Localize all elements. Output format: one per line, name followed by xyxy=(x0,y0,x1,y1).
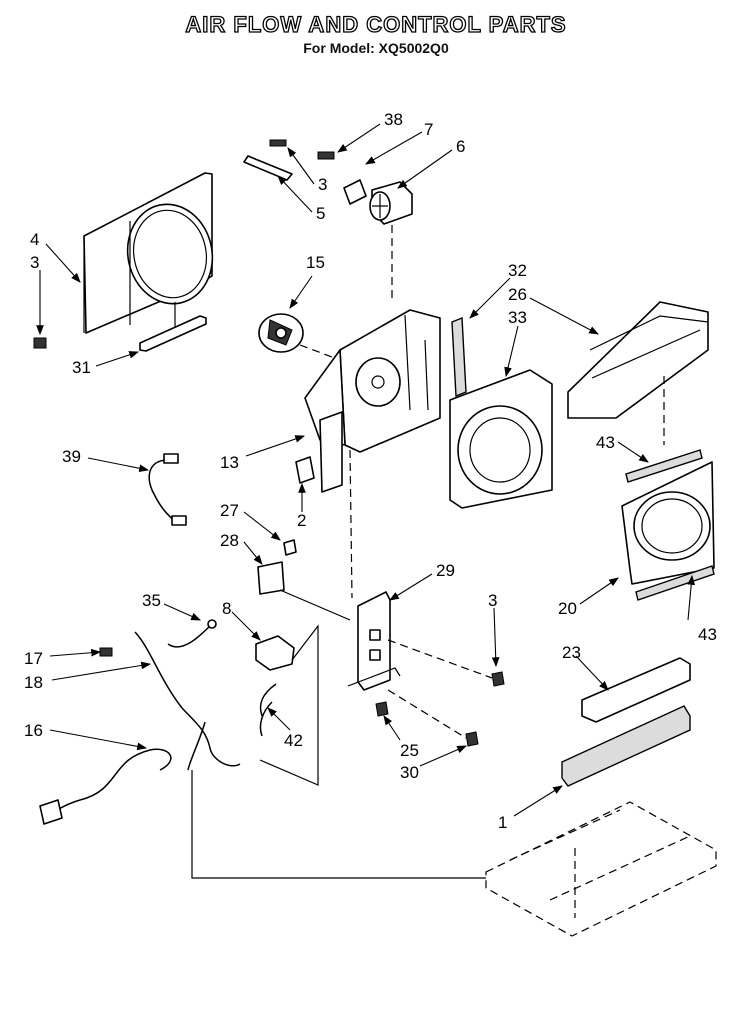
filter-part-1 xyxy=(561,705,691,787)
callout-3-left: 3 xyxy=(30,253,39,272)
housing-part-33 xyxy=(449,369,553,509)
screw-part-30 xyxy=(465,731,479,747)
callout-29: 29 xyxy=(436,561,455,580)
callout-8: 8 xyxy=(222,599,231,618)
callout-28: 28 xyxy=(220,531,239,550)
model-subtitle: For Model: XQ5002Q0 xyxy=(303,40,449,56)
bulkhead-part-13 xyxy=(304,309,441,493)
callout-27: 27 xyxy=(220,501,239,520)
screw-part-25 xyxy=(375,701,389,717)
strip-part-31 xyxy=(139,315,207,352)
callout-5: 5 xyxy=(316,204,325,223)
gasket-strip-part-43-top xyxy=(625,449,703,483)
callout-35: 35 xyxy=(142,591,161,610)
callout-25: 25 xyxy=(400,741,419,760)
callout-31: 31 xyxy=(72,358,91,377)
bracket-part-2 xyxy=(295,456,315,484)
orifice-panel-part-20 xyxy=(621,461,715,585)
power-cord-part-16 xyxy=(45,749,151,819)
callout-42: 42 xyxy=(284,731,303,750)
callout-26: 26 xyxy=(508,285,527,304)
gasket-strip-part-43-bottom xyxy=(635,565,715,601)
motor-part-6 xyxy=(369,181,413,225)
callout-43-top: 43 xyxy=(596,433,615,452)
wire-harness-part-18 xyxy=(134,631,183,709)
plug-part-16 xyxy=(39,799,63,825)
screw-part-3-left xyxy=(33,337,47,349)
wire-harness-part-39 xyxy=(148,459,177,523)
callout-16: 16 xyxy=(24,721,43,740)
callout-13: 13 xyxy=(220,453,239,472)
bracket-part-5 xyxy=(243,155,293,181)
callout-2: 2 xyxy=(297,511,306,530)
callout-20: 20 xyxy=(558,599,577,618)
bracket-part-7 xyxy=(343,179,367,205)
shroud-panel-part-4 xyxy=(83,172,214,334)
callout-3-top: 3 xyxy=(318,175,327,194)
switch-part-28 xyxy=(257,561,285,595)
thermostat-part-8 xyxy=(255,635,295,671)
callout-1: 1 xyxy=(498,813,507,832)
wiring-route xyxy=(191,770,486,879)
seal-strip-part-32 xyxy=(451,316,467,398)
callout-3-right: 3 xyxy=(488,591,497,610)
callout-38: 38 xyxy=(384,110,403,129)
callout-43-bottom: 43 xyxy=(698,625,717,644)
callout-7: 7 xyxy=(424,120,433,139)
duct-part-26 xyxy=(567,301,709,419)
callout-labels: 38 7 6 3 5 4 3 15 32 26 33 31 39 13 43 2… xyxy=(24,110,717,832)
leader-lines xyxy=(36,123,696,817)
screw-part-3-right xyxy=(491,671,505,687)
callout-32: 32 xyxy=(508,261,527,280)
callout-6: 6 xyxy=(456,137,465,156)
callout-15: 15 xyxy=(306,253,325,272)
screw-part-38 xyxy=(317,151,335,160)
page-title: AIR FLOW AND CONTROL PARTS xyxy=(185,11,567,37)
callout-18: 18 xyxy=(24,673,43,692)
screw-part-17 xyxy=(99,647,113,657)
control-bracket-part-29 xyxy=(347,591,401,691)
filter-frame-part-23 xyxy=(581,657,691,723)
callout-30: 30 xyxy=(400,763,419,782)
callout-33: 33 xyxy=(508,308,527,327)
wire-part-35 xyxy=(167,623,213,648)
screw-part-3-top xyxy=(269,139,287,147)
callout-17: 17 xyxy=(24,649,43,668)
callout-23: 23 xyxy=(562,643,581,662)
clip-part-27 xyxy=(283,539,297,556)
callout-39: 39 xyxy=(62,447,81,466)
callout-4: 4 xyxy=(30,230,39,249)
base-pan-reference xyxy=(485,801,717,937)
fan-blade-part-15 xyxy=(258,313,304,353)
